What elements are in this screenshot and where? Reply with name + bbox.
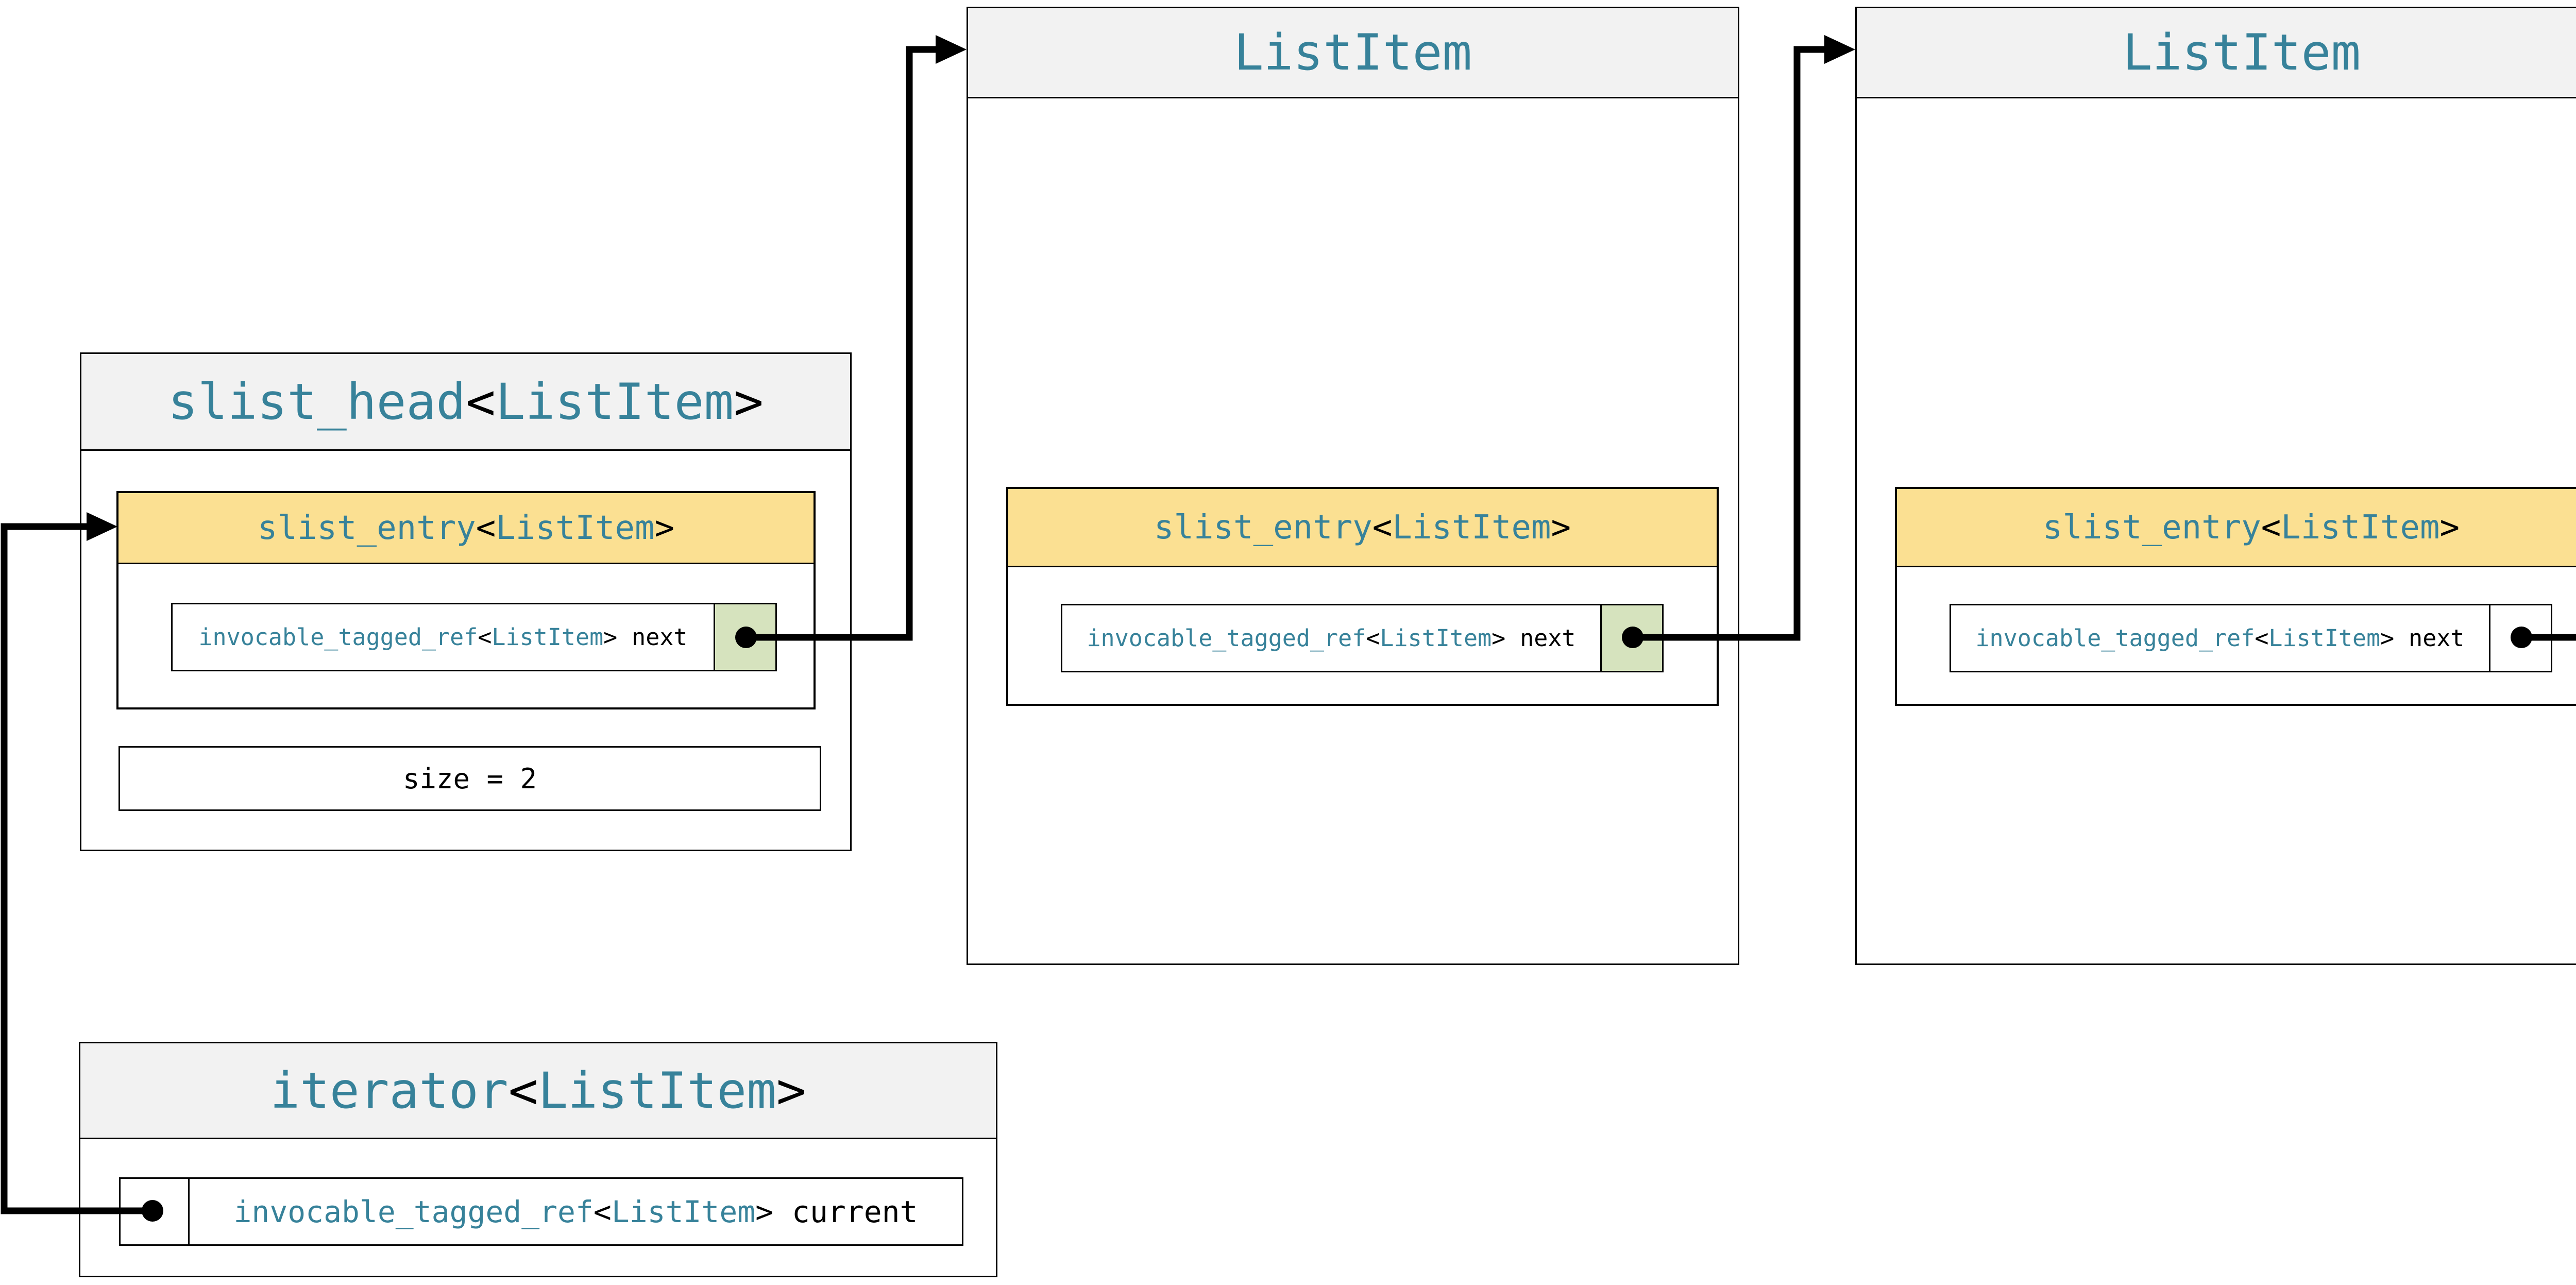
angle-close: > <box>755 1194 774 1229</box>
angle-open: < <box>2261 508 2281 547</box>
pointer-cell-tagged <box>1600 605 1662 671</box>
iterator-box: iterator<ListItem> invocable_tagged_ref<… <box>79 1042 997 1277</box>
type-name: ListItem <box>1233 24 1472 81</box>
type-param: ListItem <box>538 1061 776 1120</box>
angle-close: > <box>2380 624 2395 652</box>
type-name: slist_head <box>168 373 466 431</box>
angle-open: < <box>508 1061 538 1120</box>
field-name: next <box>1520 624 1576 652</box>
type-name: invocable_tagged_ref <box>198 623 478 651</box>
type-param: ListItem <box>1392 508 1551 547</box>
type-param: ListItem <box>611 1194 756 1229</box>
arrowhead-icon <box>1824 35 1855 64</box>
arrowhead-icon <box>936 35 967 64</box>
field-name: next <box>2409 624 2465 652</box>
type-param: ListItem <box>1380 624 1492 652</box>
type-param: ListItem <box>2281 508 2440 547</box>
angle-open: < <box>466 373 496 431</box>
iterator-title: iterator<ListItem> <box>80 1043 996 1139</box>
type-param: ListItem <box>496 509 655 547</box>
angle-open: < <box>478 623 492 651</box>
field-label: invocable_tagged_ref<ListItem> next <box>173 604 714 670</box>
field-label: invocable_tagged_ref<ListItem> current <box>190 1179 962 1244</box>
angle-close: > <box>2439 508 2460 547</box>
type-name: invocable_tagged_ref <box>233 1194 594 1229</box>
next-pointer-field: invocable_tagged_ref<ListItem> next <box>1061 604 1664 672</box>
type-name: slist_entry <box>1154 508 1372 547</box>
slist-entry-header: slist_entry<ListItem> <box>118 493 814 564</box>
size-value: size = 2 <box>402 762 537 795</box>
list-item-title: ListItem <box>968 8 1738 98</box>
angle-open: < <box>476 509 496 547</box>
type-name: iterator <box>270 1061 509 1120</box>
current-pointer-field: invocable_tagged_ref<ListItem> current <box>119 1177 963 1246</box>
field-label: invocable_tagged_ref<ListItem> next <box>1062 605 1600 671</box>
type-name: slist_entry <box>257 509 476 547</box>
angle-close: > <box>734 373 764 431</box>
next-pointer-field: invocable_tagged_ref<ListItem> next <box>1950 604 2552 672</box>
slist-entry-member: slist_entry<ListItem> invocable_tagged_r… <box>1895 487 2576 706</box>
list-item-title: ListItem <box>1857 8 2576 98</box>
type-name: invocable_tagged_ref <box>1087 624 1366 652</box>
slist-entry-member: slist_entry<ListItem> invocable_tagged_r… <box>116 491 816 709</box>
slist-head-title: slist_head<ListItem> <box>81 354 850 451</box>
type-name: slist_entry <box>2042 508 2261 547</box>
next-pointer-field: invocable_tagged_ref<ListItem> next <box>171 603 777 671</box>
angle-close: > <box>1492 624 1506 652</box>
field-name: next <box>632 623 688 651</box>
type-param: ListItem <box>495 373 734 431</box>
pointer-cell-untagged <box>2489 605 2551 671</box>
type-param: ListItem <box>492 623 604 651</box>
angle-open: < <box>1366 624 1380 652</box>
angle-open: < <box>2255 624 2269 652</box>
type-param: ListItem <box>2268 624 2381 652</box>
type-name: invocable_tagged_ref <box>1975 624 2255 652</box>
pointer-cell-tagged <box>714 604 775 670</box>
slist-head-box: slist_head<ListItem> slist_entry<ListIte… <box>80 352 852 851</box>
field-name: current <box>792 1194 918 1229</box>
angle-close: > <box>1551 508 1571 547</box>
angle-close: > <box>654 509 675 547</box>
angle-open: < <box>1372 508 1393 547</box>
list-item-box-1: ListItem slist_entry<ListItem> invocable… <box>967 7 1739 965</box>
pointer-cell <box>121 1179 190 1244</box>
slist-entry-header: slist_entry<ListItem> <box>1008 489 1717 567</box>
type-name: ListItem <box>2122 24 2361 81</box>
field-label: invocable_tagged_ref<ListItem> next <box>1951 605 2489 671</box>
list-item-box-2: ListItem slist_entry<ListItem> invocable… <box>1855 7 2576 965</box>
angle-close: > <box>776 1061 806 1120</box>
angle-open: < <box>593 1194 612 1229</box>
slist-entry-header: slist_entry<ListItem> <box>1897 489 2576 567</box>
slist-entry-member: slist_entry<ListItem> invocable_tagged_r… <box>1006 487 1719 706</box>
size-field: size = 2 <box>118 746 821 811</box>
angle-close: > <box>603 623 618 651</box>
